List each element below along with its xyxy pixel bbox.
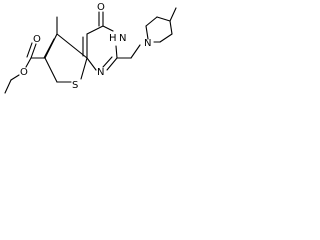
molecule-diagram: O N H N N S O O [4,2,177,94]
bond-thiophene-1 [44,33,58,59]
bond-pip-2 [145,16,158,27]
atom-oxygen-ester-ether: O [20,67,28,78]
bond-lines [4,7,177,94]
bond-thiophene-1-double [43,38,55,59]
bond-thiophene-5 [56,33,88,59]
bond-c4-c4a [86,25,104,35]
bond-pip-5 [159,33,173,43]
bond-thiophene-4 [80,57,88,80]
bond-ch2-2 [130,44,141,59]
bond-c4-n3 [102,25,114,32]
bond-pip-methyl [169,7,177,22]
atom-nitrogen-nh: N [119,33,126,44]
bond-pip-1 [145,25,149,40]
atom-hydrogen-nh: H [109,33,117,44]
bond-c2-n1 [106,57,118,71]
bond-n3-c2 [115,45,118,59]
bond-pip-3 [156,16,171,22]
bond-ethyl-1 [10,74,20,81]
atom-nitrogen-ring: N [97,67,104,78]
bond-c2-n1-double [102,56,113,68]
atom-sulfur: S [72,80,78,91]
atom-labels: O N H N N S O O [20,2,151,91]
bond-ester-carbonyl [30,43,37,59]
atom-oxygen-carbonyl: O [97,2,105,13]
bond-pip-4 [169,20,173,35]
bond-ethyl-2 [4,79,12,94]
atom-oxygen-ester-carbonyl: O [33,34,41,45]
bond-n1-c7a [86,57,97,71]
atom-nitrogen-piperidine: N [144,38,151,49]
bond-ester-o [25,57,32,68]
bond-thiophene-2 [44,57,58,83]
bond-ester-carbonyl-double [26,42,33,58]
